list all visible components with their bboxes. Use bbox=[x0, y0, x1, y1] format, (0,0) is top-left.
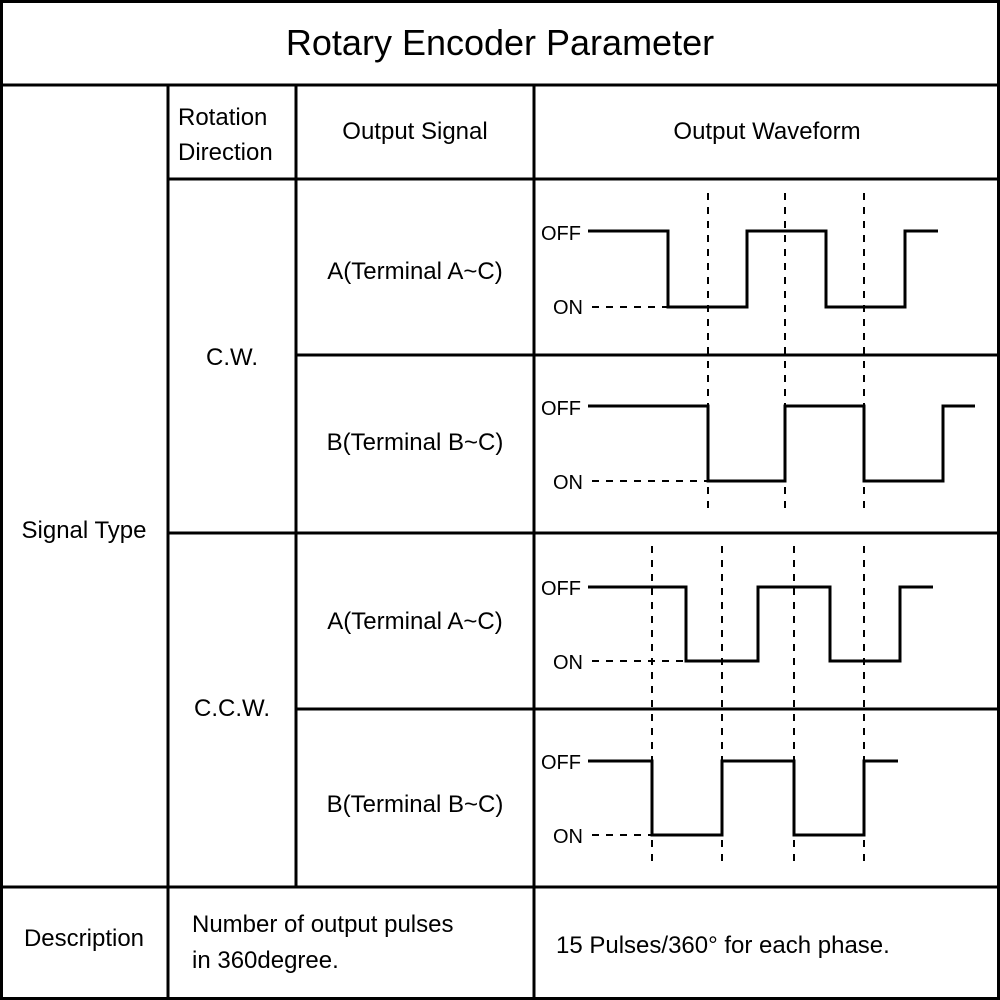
cw-a-waveform bbox=[588, 229, 938, 309]
header-rotation-direction-line1: Rotation bbox=[178, 104, 268, 131]
cw-a-on-label: ON bbox=[553, 297, 583, 319]
cw-a-off-label: OFF bbox=[541, 223, 581, 245]
ccw-a-on-label: ON bbox=[553, 652, 583, 674]
cw-b-on-label: ON bbox=[553, 472, 583, 494]
header-rotation-direction-line2: Direction bbox=[178, 139, 273, 166]
cw-b-waveform bbox=[588, 404, 975, 483]
header-output-waveform: Output Waveform bbox=[673, 118, 861, 145]
description-pulses-line2: in 360degree. bbox=[192, 947, 339, 974]
cw-signal-b-label: B(Terminal B~C) bbox=[326, 429, 504, 456]
ccw-b-waveform bbox=[588, 759, 898, 837]
description-value: 15 Pulses/360° for each phase. bbox=[556, 932, 890, 959]
ccw-b-on-label: ON bbox=[553, 826, 583, 848]
cw-signal-a-label: A(Terminal A~C) bbox=[327, 258, 503, 285]
direction-ccw-label: C.C.W. bbox=[194, 695, 270, 722]
cw-b-off-label: OFF bbox=[541, 398, 581, 420]
ccw-signal-b-label: B(Terminal B~C) bbox=[326, 791, 504, 818]
ccw-a-waveform bbox=[588, 585, 933, 663]
ccw-b-off-label: OFF bbox=[541, 752, 581, 774]
description-pulses-line1: Number of output pulses bbox=[192, 911, 454, 938]
direction-cw-label: C.W. bbox=[206, 344, 258, 371]
description-label: Description bbox=[23, 925, 145, 952]
signal-type-label: Signal Type bbox=[21, 517, 147, 544]
ccw-a-off-label: OFF bbox=[541, 578, 581, 600]
ccw-signal-a-label: A(Terminal A~C) bbox=[327, 608, 503, 635]
table-title: Rotary Encoder Parameter bbox=[285, 22, 715, 63]
header-output-signal: Output Signal bbox=[342, 118, 488, 145]
